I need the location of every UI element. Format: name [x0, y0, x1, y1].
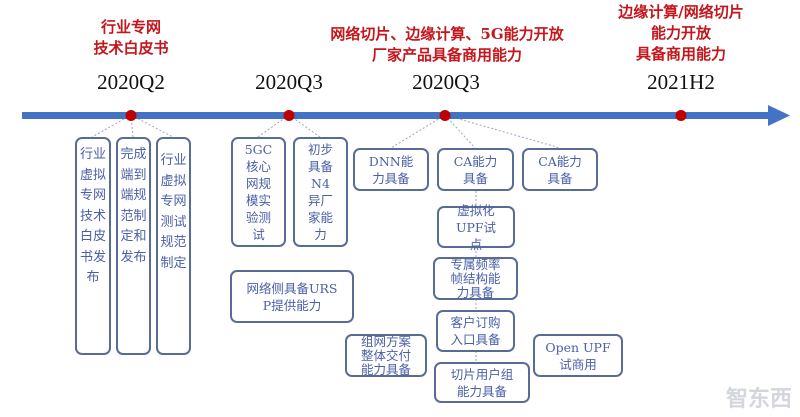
milestone-heading: 网络切片、边缘计算、5G能力开放 厂家产品具备商用能力: [297, 24, 597, 66]
task-box: 初步具备N4异厂家能力: [293, 137, 348, 247]
milestone-dot: [439, 110, 451, 121]
milestone-date: 2020Q3: [412, 70, 480, 94]
milestone-heading: 边缘计算/网络切片 能力开放 具备商用能力: [591, 2, 771, 65]
timeline-axis: [22, 112, 770, 119]
milestone-date: 2020Q2: [97, 70, 165, 94]
task-box: 行业虚拟专网测试规范制定: [156, 137, 191, 355]
task-box: 完成端到端规范制定和发布: [116, 137, 151, 355]
heading-line: 能力开放: [650, 24, 711, 42]
heading-line: 边缘计算/网络切片: [618, 3, 744, 21]
timeline-arrowhead: [768, 105, 790, 126]
heading-line: 网络切片、边缘计算、5G能力开放: [330, 25, 564, 43]
task-box: 组网方案整体交付能力具备: [345, 334, 427, 377]
task-box: 网络侧具备URSP提供能力: [230, 270, 354, 323]
milestone-dot: [283, 110, 295, 121]
task-box: 5GC核心网规模实验测试: [231, 137, 286, 247]
heading-line: 技术白皮书: [93, 39, 169, 57]
heading-line: 厂家产品具备商用能力: [371, 46, 522, 64]
task-box: 切片用户组能力具备: [434, 362, 530, 403]
task-box: DNN能力具备: [353, 148, 429, 191]
task-box: 客户订购入口具备: [436, 310, 515, 352]
milestone-dot: [675, 110, 687, 121]
milestone-date: 2020Q3: [255, 70, 323, 94]
milestone-dot: [125, 110, 137, 121]
task-box: 行业虚拟专网技术白皮书发布: [75, 137, 111, 355]
watermark-logo: 智东西: [725, 387, 792, 412]
task-box: 专属频率帧结构能力具备: [433, 257, 518, 300]
task-box: 虚拟化UPF试点: [437, 203, 515, 252]
milestone-heading: 行业专网 技术白皮书: [71, 17, 191, 59]
heading-line: 具备商用能力: [635, 45, 726, 63]
heading-line: 行业专网: [100, 18, 161, 36]
milestone-date: 2021H2: [647, 70, 715, 94]
task-box: Open UPF试商用: [533, 334, 623, 377]
task-box: CA能力具备: [437, 148, 514, 191]
task-box: CA能力具备: [522, 148, 598, 191]
